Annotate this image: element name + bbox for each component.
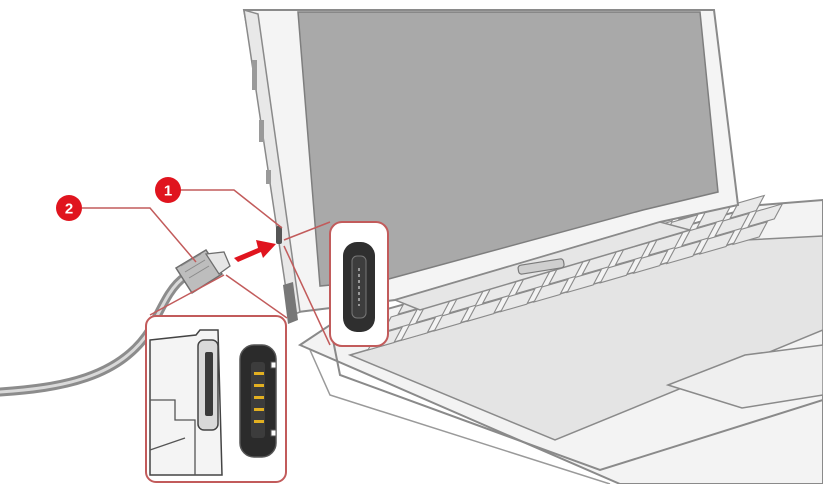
plug-zoom-detail (145, 274, 288, 483)
keyboard-key (400, 317, 437, 342)
keyboard-key (698, 230, 736, 255)
callout-2-badge-icon (56, 195, 82, 221)
keyboard-key (532, 278, 570, 303)
keyboard-key (665, 240, 702, 265)
keyboard-key (680, 222, 718, 247)
keyboard-key (466, 297, 503, 323)
callout-2: 2 (56, 195, 197, 263)
side-vent (283, 282, 298, 324)
keyboard-key (747, 203, 784, 228)
keyboard-key (732, 221, 769, 246)
callout-1: 1 (155, 177, 283, 229)
screen (297, 11, 719, 287)
side-usb-port (276, 226, 282, 244)
insert-arrow-icon (234, 240, 276, 262)
keyboard-key (599, 259, 636, 284)
callout-2-label: 2 (65, 201, 73, 218)
port-zoom-detail (283, 221, 389, 347)
keyboard-key (729, 194, 766, 219)
connector-pins (254, 372, 264, 423)
keyboard-key (632, 249, 669, 275)
keyboard-key (499, 288, 536, 313)
callout-1-label: 1 (164, 183, 172, 200)
callout-1-badge-icon (155, 177, 181, 203)
micro-usb-cable (0, 248, 231, 397)
keyboard-key (714, 212, 751, 237)
laptop-base (297, 198, 823, 485)
keyboard-key (433, 307, 470, 332)
keyboard-key (566, 269, 603, 294)
